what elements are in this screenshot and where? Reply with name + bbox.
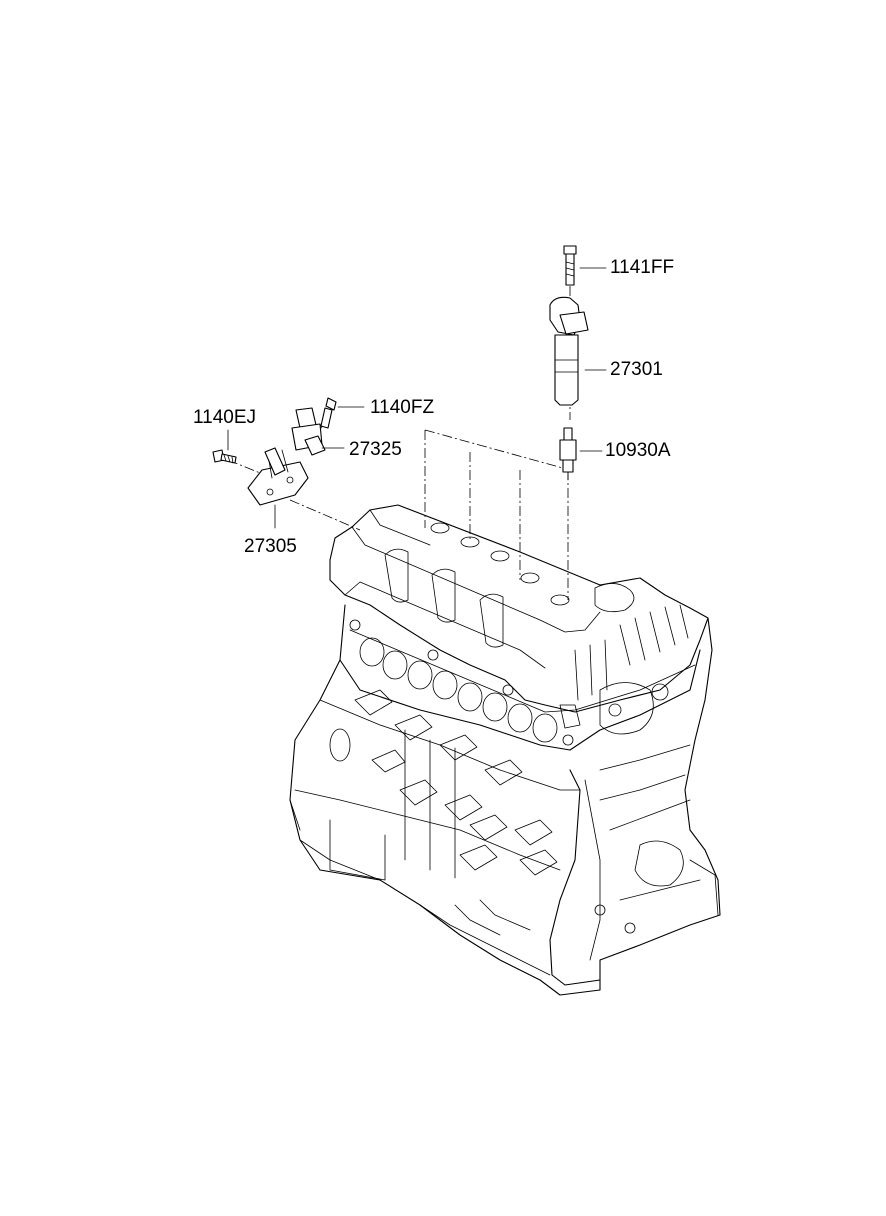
label-27305: 27305 (244, 536, 297, 557)
bolt-small-part (320, 397, 365, 429)
bracket-part (247, 447, 309, 529)
spark-plug-part (559, 427, 603, 481)
label-10930a: 10930A (605, 440, 671, 461)
ignition-coil-part (549, 296, 607, 406)
label-27301: 27301 (610, 359, 663, 380)
bolt-left-part (212, 429, 237, 464)
sensor-part (291, 407, 345, 456)
label-1141ff: 1141FF (610, 257, 675, 278)
assembly-lines (227, 250, 571, 600)
engine-block (289, 504, 721, 996)
label-1140fz: 1140FZ (370, 397, 435, 418)
bolt-top-part (563, 245, 607, 286)
label-1140ej: 1140EJ (193, 407, 257, 428)
label-27325: 27325 (349, 439, 402, 460)
